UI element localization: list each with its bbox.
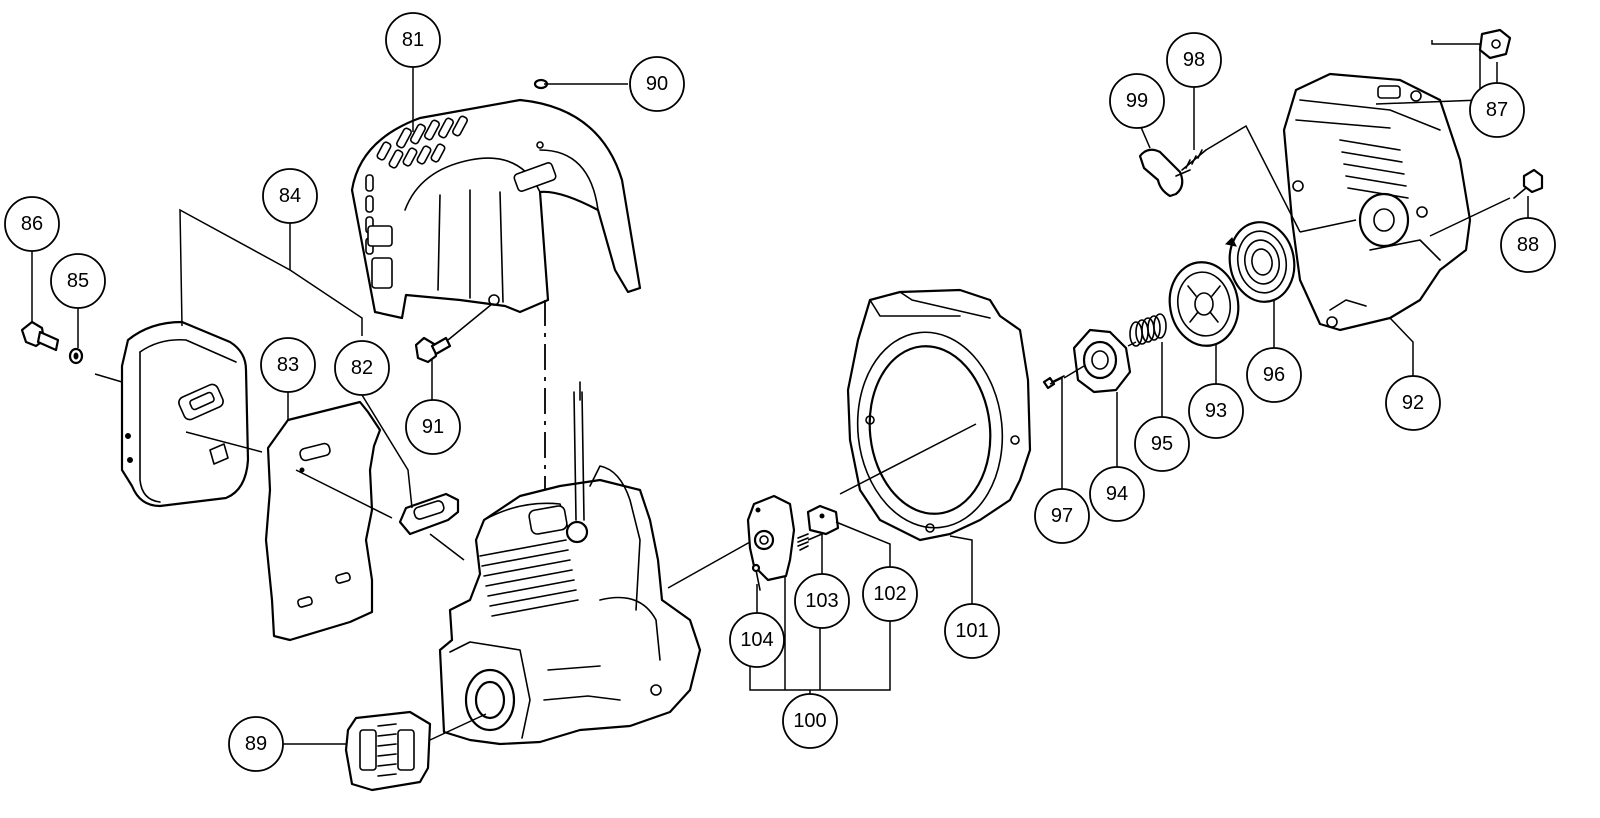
part-heat-shield — [264, 400, 382, 642]
callout-98: 98 — [1166, 32, 1222, 88]
part-engine-block — [438, 381, 702, 746]
callout-101: 101 — [944, 603, 1000, 659]
part-clip — [806, 504, 840, 536]
part-screw-104 — [751, 563, 761, 591]
callout-label-95: 95 — [1151, 433, 1173, 455]
callout-90: 90 — [629, 56, 685, 112]
callout-102: 102 — [862, 566, 918, 622]
part-muffler — [120, 320, 250, 508]
part-bolt-88 — [1513, 168, 1544, 199]
callout-91: 91 — [405, 399, 461, 455]
callout-96: 96 — [1246, 347, 1302, 403]
assembly-lines — [94, 124, 1511, 741]
part-washer — [68, 347, 84, 365]
part-starter-handle — [1138, 148, 1191, 198]
callout-label-94: 94 — [1106, 483, 1128, 505]
part-gasket — [398, 492, 460, 536]
callout-83: 83 — [260, 337, 316, 393]
callout-86: 86 — [4, 196, 60, 252]
callout-label-97: 97 — [1051, 505, 1073, 527]
callout-95: 95 — [1134, 416, 1190, 472]
callout-104: 104 — [729, 612, 785, 668]
callout-label-98: 98 — [1183, 49, 1205, 71]
callout-103: 103 — [794, 573, 850, 629]
callout-label-104: 104 — [740, 629, 773, 651]
callout-97: 97 — [1034, 488, 1090, 544]
part-starter-case — [1282, 72, 1472, 332]
callout-label-100: 100 — [793, 710, 826, 732]
callout-label-101: 101 — [955, 620, 988, 642]
part-bolt-86 — [20, 320, 60, 352]
callout-label-82: 82 — [351, 357, 373, 379]
callout-82: 82 — [334, 340, 390, 396]
callout-81: 81 — [385, 12, 441, 68]
callout-label-86: 86 — [21, 213, 43, 235]
callout-label-83: 83 — [277, 354, 299, 376]
callout-94: 94 — [1089, 466, 1145, 522]
callout-label-93: 93 — [1205, 400, 1227, 422]
callout-89: 89 — [228, 716, 284, 772]
callout-label-99: 99 — [1126, 90, 1148, 112]
part-rope — [1181, 149, 1207, 171]
callout-99: 99 — [1109, 73, 1165, 129]
callout-label-84: 84 — [279, 185, 301, 207]
part-spring-103 — [797, 533, 809, 551]
callout-label-89: 89 — [245, 733, 267, 755]
callout-92: 92 — [1385, 375, 1441, 431]
part-rope-guide — [1478, 28, 1512, 60]
callout-label-88: 88 — [1517, 234, 1539, 256]
callout-label-85: 85 — [67, 270, 89, 292]
part-screw-97 — [1042, 375, 1065, 390]
callout-93: 93 — [1188, 383, 1244, 439]
callout-100: 100 — [782, 693, 838, 749]
callout-label-90: 90 — [646, 73, 668, 95]
part-ignition-coil — [746, 494, 796, 582]
part-fan-housing — [846, 288, 1032, 542]
callout-label-102: 102 — [873, 583, 906, 605]
part-spring-95 — [1129, 313, 1167, 347]
callout-label-87: 87 — [1486, 99, 1508, 121]
part-recoil-spring — [1224, 221, 1296, 303]
callout-85: 85 — [50, 253, 106, 309]
callout-87: 87 — [1469, 82, 1525, 138]
part-ratchet — [1072, 328, 1132, 394]
callout-label-92: 92 — [1402, 392, 1424, 414]
part-pulley — [1168, 261, 1240, 347]
callout-84: 84 — [262, 168, 318, 224]
callout-label-81: 81 — [402, 29, 424, 51]
callout-label-91: 91 — [422, 416, 444, 438]
callout-leaders — [31, 40, 1529, 745]
callout-label-103: 103 — [805, 590, 838, 612]
part-bolt-91 — [414, 336, 452, 364]
part-intake-insulator — [344, 710, 432, 792]
callout-88: 88 — [1500, 217, 1556, 273]
part-engine-cover — [350, 98, 642, 320]
callout-label-96: 96 — [1263, 364, 1285, 386]
